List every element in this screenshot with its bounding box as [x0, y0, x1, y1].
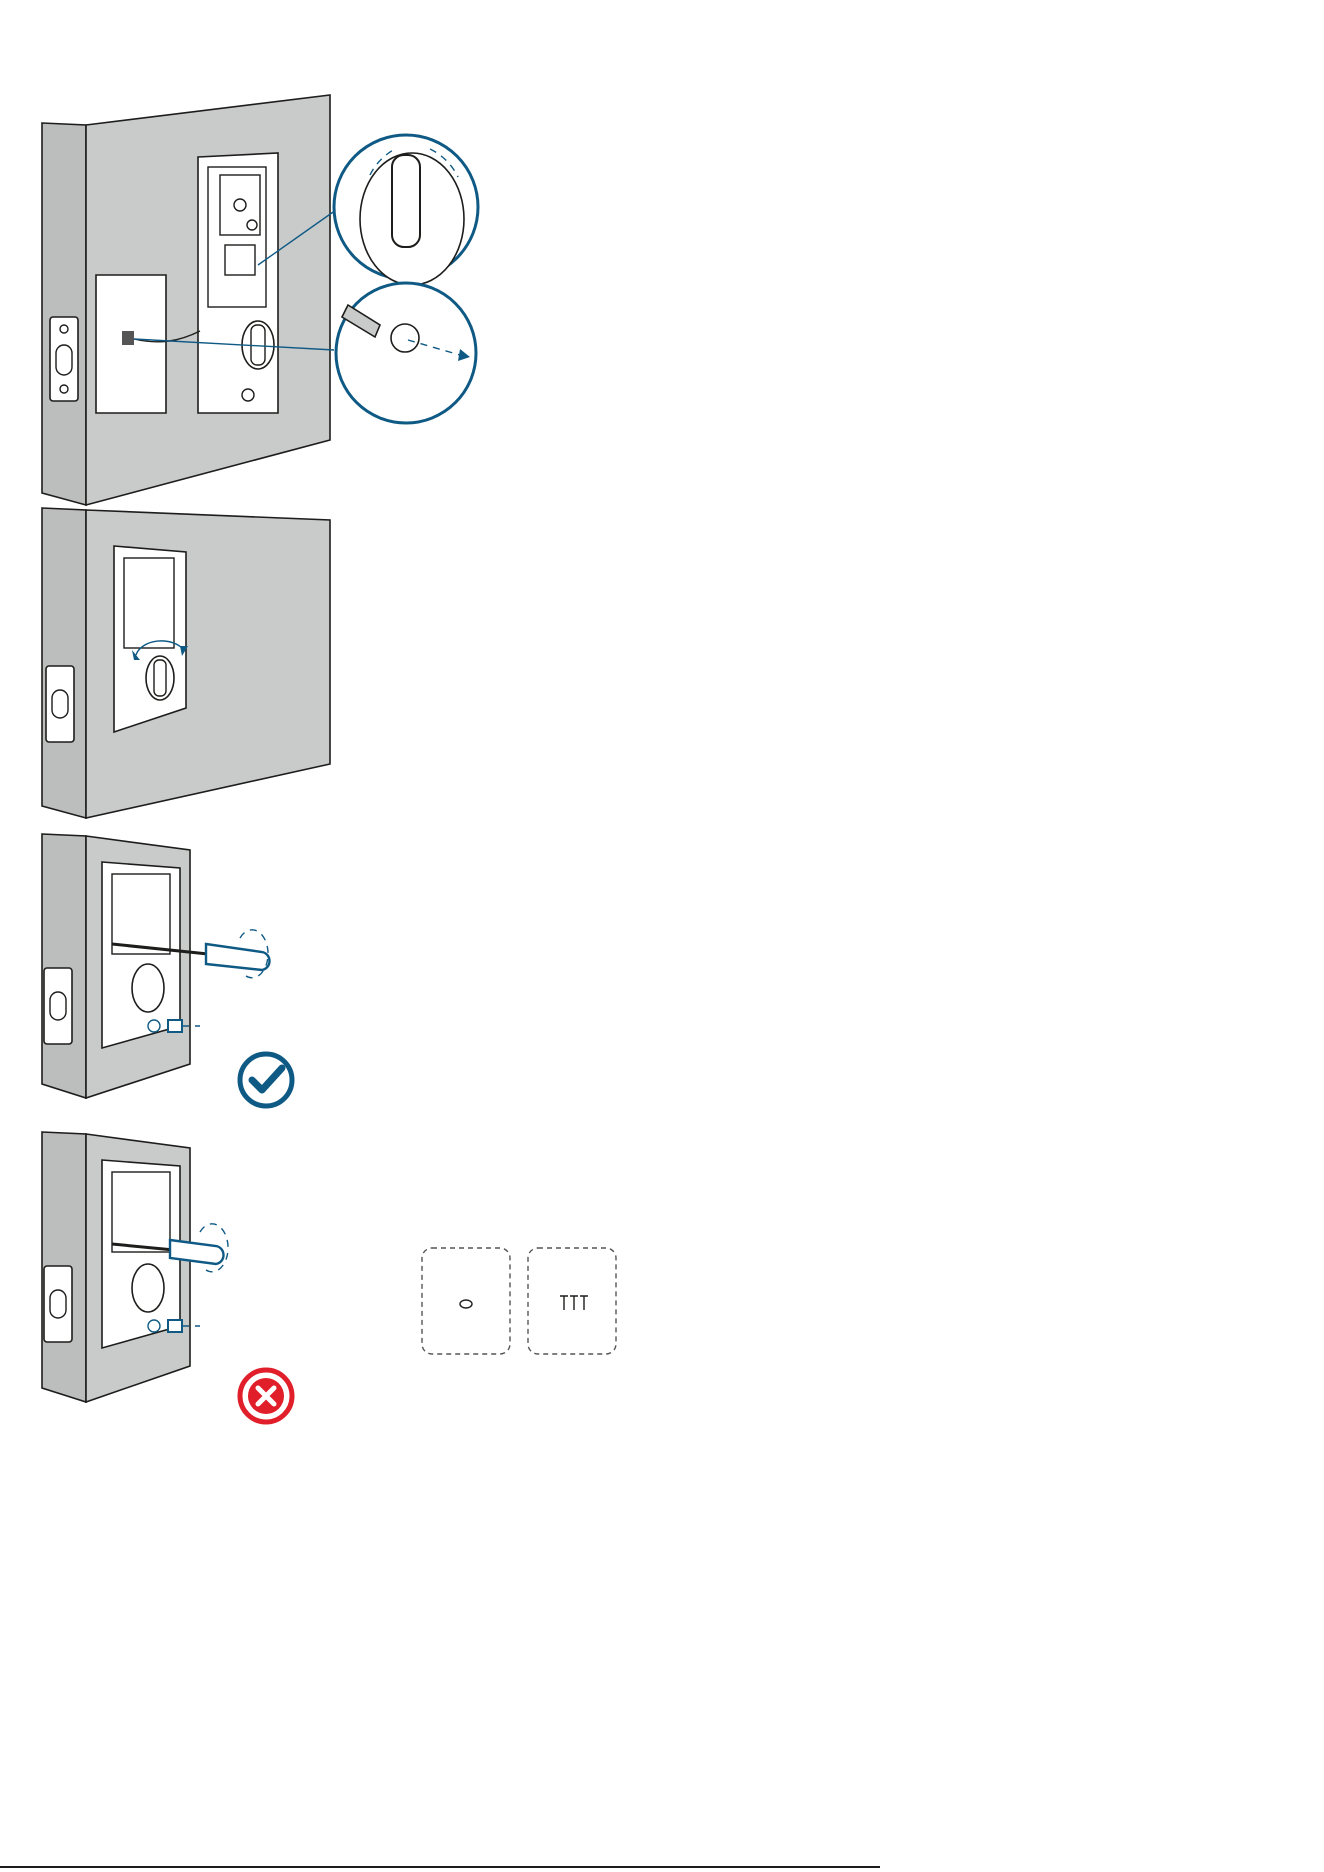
- tool-zoom-icon: [336, 283, 476, 423]
- zoom-thumbturn-grip: [392, 155, 420, 247]
- door-illustration-1: [30, 95, 570, 515]
- step-panel-3: [30, 826, 330, 1116]
- strike-plate: [44, 968, 72, 1044]
- zoom-keyhole: [391, 324, 419, 352]
- step-panel-4: [30, 1130, 340, 1430]
- strike-plate: [50, 317, 78, 401]
- step-panel-2: [30, 500, 310, 820]
- screws-card-icon: [528, 1248, 616, 1354]
- part-card-icon: [422, 1248, 510, 1354]
- thumbturn: [146, 656, 174, 700]
- screwdriver-icon: [206, 944, 270, 970]
- door-edge: [42, 834, 86, 1098]
- door-illustration-4: [30, 1130, 340, 1430]
- thumbturn: [132, 964, 164, 1012]
- step-panel-1: [30, 95, 570, 515]
- door-illustration-3: [30, 826, 330, 1116]
- door-edge: [42, 123, 86, 505]
- parts-cards-svg: [420, 1246, 620, 1358]
- door-edge: [42, 508, 86, 818]
- thumbturn: [132, 1264, 164, 1312]
- screws-icon: [560, 1296, 588, 1310]
- door-illustration-2: [30, 500, 310, 820]
- cable-connector: [122, 331, 134, 345]
- screw-cap: [168, 1020, 182, 1032]
- page-footer-rule: [0, 1866, 880, 1868]
- interior-housing: [114, 546, 186, 732]
- parts-cards: [420, 1246, 620, 1358]
- check-icon: [240, 1054, 292, 1106]
- strike-plate: [44, 1266, 72, 1342]
- strike-plate: [46, 666, 74, 742]
- screw-cap: [168, 1320, 182, 1332]
